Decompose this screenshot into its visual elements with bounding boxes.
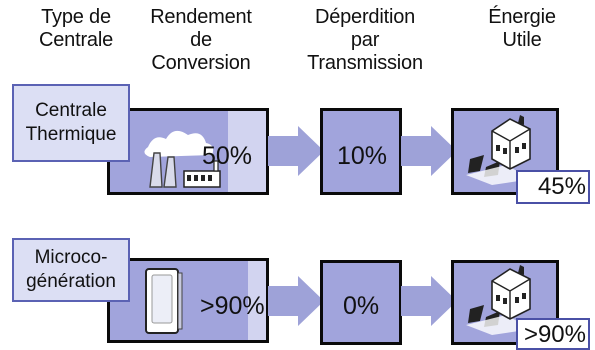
row2-type-label: Microco- génération xyxy=(12,238,130,302)
row1-deperdition-value: 10% xyxy=(337,142,388,170)
row2-arrow-2 xyxy=(401,276,457,326)
house-icon xyxy=(466,115,532,185)
row1-energie-box xyxy=(451,108,559,195)
header-deperdition-line: Déperdition xyxy=(314,6,416,28)
header-deperdition-line: par xyxy=(350,29,380,51)
boiler-icon xyxy=(145,268,183,334)
row1-deperdition-box: 10% xyxy=(320,108,402,195)
row2-energie-badge: >90% xyxy=(516,318,590,350)
row1-type-line: Centrale xyxy=(35,100,107,121)
row1-rendement-box: 50% xyxy=(107,108,269,195)
row2-deperdition-box: 0% xyxy=(320,260,402,345)
row1-type-line: Thermique xyxy=(25,124,117,145)
row2-deperdition-value: 0% xyxy=(343,292,380,320)
row2-rendement-light-band xyxy=(248,261,266,340)
row2-type-line: génération xyxy=(26,271,116,292)
row1-energie-badge: 45% xyxy=(516,170,590,204)
header-energie-line: Énergie xyxy=(488,6,556,28)
row1-rendement-value: 50% xyxy=(202,142,253,170)
header-energie-line: Utile xyxy=(502,29,542,51)
power-plant-icon xyxy=(144,130,221,188)
row1-arrow-2 xyxy=(401,126,457,176)
row1-type-label: Centrale Thermique xyxy=(12,84,130,162)
row2-rendement-box: >90% xyxy=(107,258,269,343)
row1-arrow-1 xyxy=(268,126,324,176)
header-rendement-line: Rendement xyxy=(150,6,252,28)
row2-arrow-1 xyxy=(268,276,324,326)
row2-type-line: Microco- xyxy=(34,247,108,268)
house-icon xyxy=(466,265,532,335)
header-deperdition: Déperdition par Transmission xyxy=(298,6,432,75)
header-rendement: Rendement de Conversion xyxy=(135,6,267,75)
header-energie: Énergie Utile xyxy=(472,6,572,52)
row2-rendement-value: >90% xyxy=(200,292,265,320)
row1-rendement-light-band xyxy=(228,111,266,192)
header-rendement-line: de xyxy=(190,29,212,51)
header-type-line: Centrale xyxy=(39,29,113,51)
header-rendement-line: Conversion xyxy=(151,52,251,74)
header-type: Type de Centrale xyxy=(20,6,132,52)
header-deperdition-line: Transmission xyxy=(307,52,423,74)
header-type-line: Type de xyxy=(41,6,111,28)
